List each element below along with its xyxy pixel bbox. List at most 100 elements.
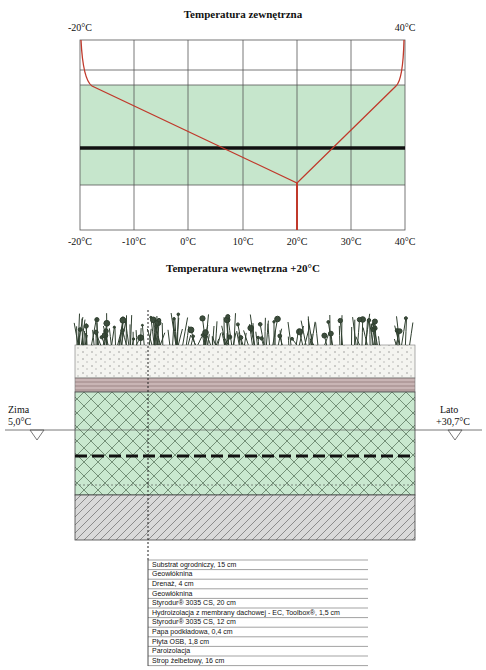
plant-stroke [288,322,291,345]
plant-stroke [329,315,331,345]
plant-stroke [114,327,116,345]
plant-leaf [367,319,370,322]
plant-stroke [296,329,299,345]
row-rule [148,627,368,628]
plant-leaf [155,325,157,327]
plant-stroke [316,322,318,345]
plant-leaf [275,316,281,322]
row-rule [148,656,368,657]
top-scale-label: 40°C [395,22,416,33]
row-rule [148,665,368,666]
layer-name: Styrodur® 3035 CS, 12 cm [152,618,236,626]
layer-name: Papa podkładowa, 0,4 cm [152,628,233,636]
plant-stroke [237,331,240,345]
plant-stroke [126,315,127,345]
row-rule [148,579,368,580]
plant-stroke [233,333,236,346]
axis-label: -20°C [68,236,92,247]
plant-stroke [84,333,86,345]
plant-leaf [201,334,204,337]
axis-label: 10°C [233,236,254,247]
plant-stroke [222,332,225,345]
plant-leaf [404,317,407,320]
chart-title: Temperatura zewnętrzna [184,8,302,20]
plant-leaf [121,329,124,332]
plant-stroke [186,326,189,345]
plant-stroke [362,320,364,346]
plant-stroke [133,332,134,345]
axis-label: 0°C [180,236,196,247]
plant-stroke [260,324,264,345]
plant-stroke [140,328,142,345]
plant-stroke [86,326,88,345]
plant-stroke [264,318,266,345]
plant-stroke [74,323,78,345]
plant-stroke [375,322,376,346]
axis-label: -10°C [122,236,146,247]
plant-stroke [142,325,144,345]
row-rule [148,617,368,618]
layer-name: Geowłóknina [152,590,192,598]
plant-stroke [160,333,165,345]
plant-stroke [156,326,160,345]
plant-stroke [410,323,413,346]
plant-stroke [301,321,306,345]
layer-name: Płyta OSB, 1,8 cm [152,638,209,646]
plant-leaf [120,317,126,323]
plant-stroke [84,331,85,345]
plant-stroke [78,314,79,345]
plant-stroke [81,320,85,345]
plant-leaf [322,333,327,338]
plant-stroke [171,313,176,345]
plant-stroke [308,316,310,345]
row-rule [148,646,368,647]
row-rule [148,588,368,589]
plant-stroke [176,318,179,345]
row-rule [148,569,368,570]
plant-stroke [310,339,314,345]
plant-leaf [291,337,294,340]
plant-stroke [121,321,126,345]
layer-name: Substrat ogrodniczy, 15 cm [152,561,236,569]
plant-stroke [250,315,254,346]
plant-stroke [339,326,341,345]
plant-leaf [200,316,205,321]
plant-stroke [218,333,221,345]
plant-stroke [278,329,281,345]
plant-stroke [363,328,367,346]
level-value: +30,7°C [436,416,470,427]
plant-leaf [338,318,342,322]
row-rule [148,608,368,609]
row-rule [148,598,368,599]
plant-stroke [198,337,202,345]
plant-stroke [340,321,342,345]
plant-leaf [236,323,239,326]
plant-stroke [136,330,138,345]
plant-stroke [354,320,355,345]
plant-stroke [178,329,182,345]
plant-stroke [177,314,179,345]
plant-stroke [109,328,111,345]
plant-stroke [216,321,218,345]
plant-stroke [188,335,191,345]
row-rule [148,636,368,637]
plant-leaf [141,324,143,326]
plant-leaf [372,319,377,324]
plant-leaf [157,318,161,322]
plant-leaf [226,315,230,319]
plant-stroke [379,336,380,345]
plant-stroke [92,319,97,346]
plant-stroke [234,313,236,345]
plant-stroke [97,335,101,345]
plant-leaf [327,321,330,324]
plant-stroke [353,317,357,345]
level-label: Lato [440,404,458,415]
plant-leaf [192,335,195,338]
plant-stroke [394,339,396,345]
section-title: Temperatura wewnętrzna +20°C [166,262,320,274]
plant-stroke [358,320,360,345]
plant-stroke [131,315,132,345]
plant-leaf [398,329,403,334]
axis-label: 40°C [395,236,416,247]
